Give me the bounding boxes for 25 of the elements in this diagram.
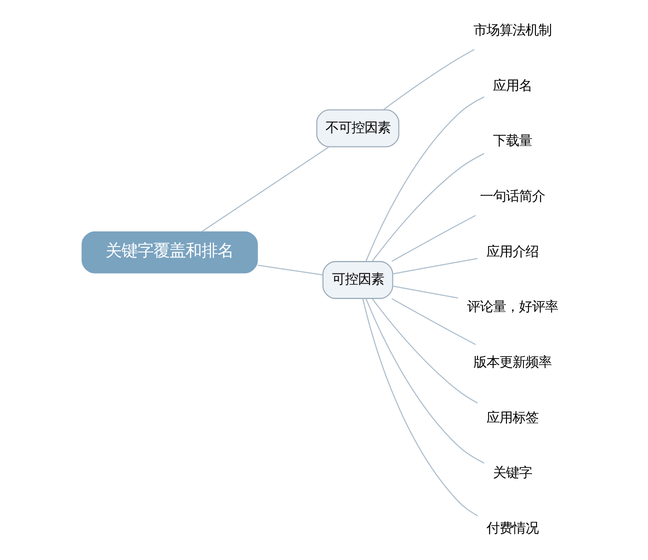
connector (362, 298, 478, 516)
connector (391, 298, 476, 345)
node-box: 关键字覆盖和排名 (81, 231, 258, 274)
node-box: 不可控因素 (316, 109, 399, 148)
node-box: 可控因素 (322, 261, 393, 299)
connector (382, 49, 474, 110)
node-text: 关键字 (492, 466, 532, 482)
node-text: 版本更新频率 (473, 356, 552, 371)
node-text: 一句话简介 (480, 189, 545, 204)
connector (391, 215, 476, 262)
connector (371, 153, 484, 262)
node-text: 应用介绍 (486, 244, 538, 260)
connector (201, 146, 329, 232)
node-text: 应用名 (492, 78, 532, 94)
connector (256, 264, 322, 276)
node-text: 付费情况 (486, 522, 538, 537)
connector (365, 298, 484, 464)
node-text: 市场算法机制 (473, 23, 552, 38)
connector (392, 286, 458, 298)
connector (371, 298, 478, 404)
node-text: 下载量 (492, 134, 532, 150)
connector (392, 258, 478, 274)
node-text: 评论量，好评率 (466, 300, 558, 316)
node-text: 应用标签 (486, 410, 538, 426)
connector (365, 96, 484, 262)
